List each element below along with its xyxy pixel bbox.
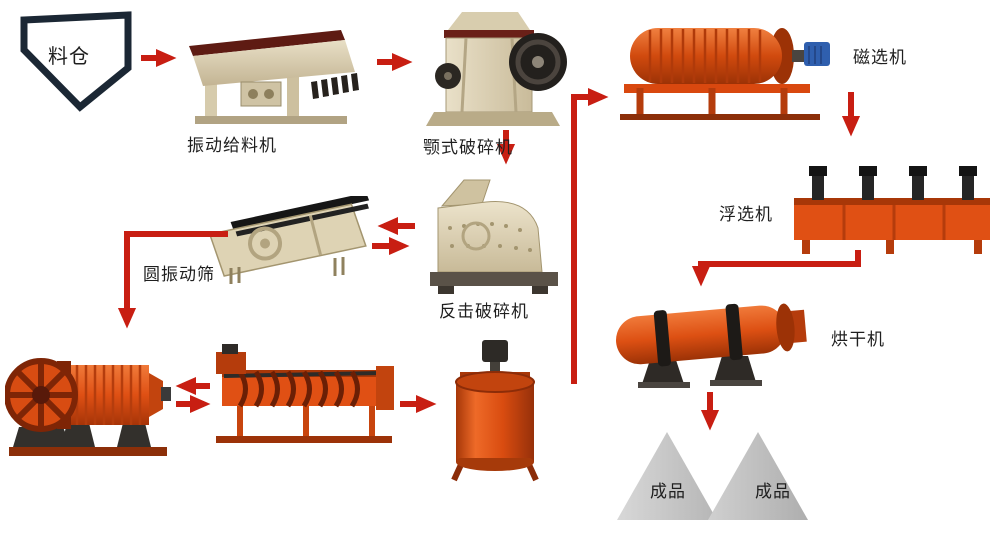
jaw-crusher-label: 颚式破碎机 (423, 138, 513, 157)
impact-crusher-image (424, 170, 566, 296)
arrow-tank-to-magnetic-separator (571, 87, 609, 384)
magnetic-separator-label: 磁选机 (853, 48, 907, 67)
product-right-label: 成品 (755, 482, 791, 501)
silo-icon (8, 8, 133, 113)
ball-mill-image (5, 335, 173, 461)
vibrating-feeder-label: 振动给料机 (187, 136, 277, 155)
flotation-machine-label: 浮选机 (719, 205, 773, 224)
dryer-image (610, 282, 812, 392)
magnetic-separator-image (616, 22, 834, 120)
product-piles-image (615, 428, 810, 526)
jaw-crusher-image (418, 4, 568, 130)
product-left-label: 成品 (650, 482, 686, 501)
spiral-classifier-image (210, 340, 398, 446)
vibrating-feeder-image (183, 24, 371, 126)
impact-crusher-label: 反击破碎机 (439, 302, 529, 321)
silo-label: 料仓 (48, 46, 90, 68)
flotation-machine-image (788, 160, 996, 256)
mixing-tank-image (444, 336, 546, 482)
dryer-label: 烘干机 (831, 330, 885, 349)
circular-vibrating-screen-label: 圆振动筛 (143, 265, 215, 284)
